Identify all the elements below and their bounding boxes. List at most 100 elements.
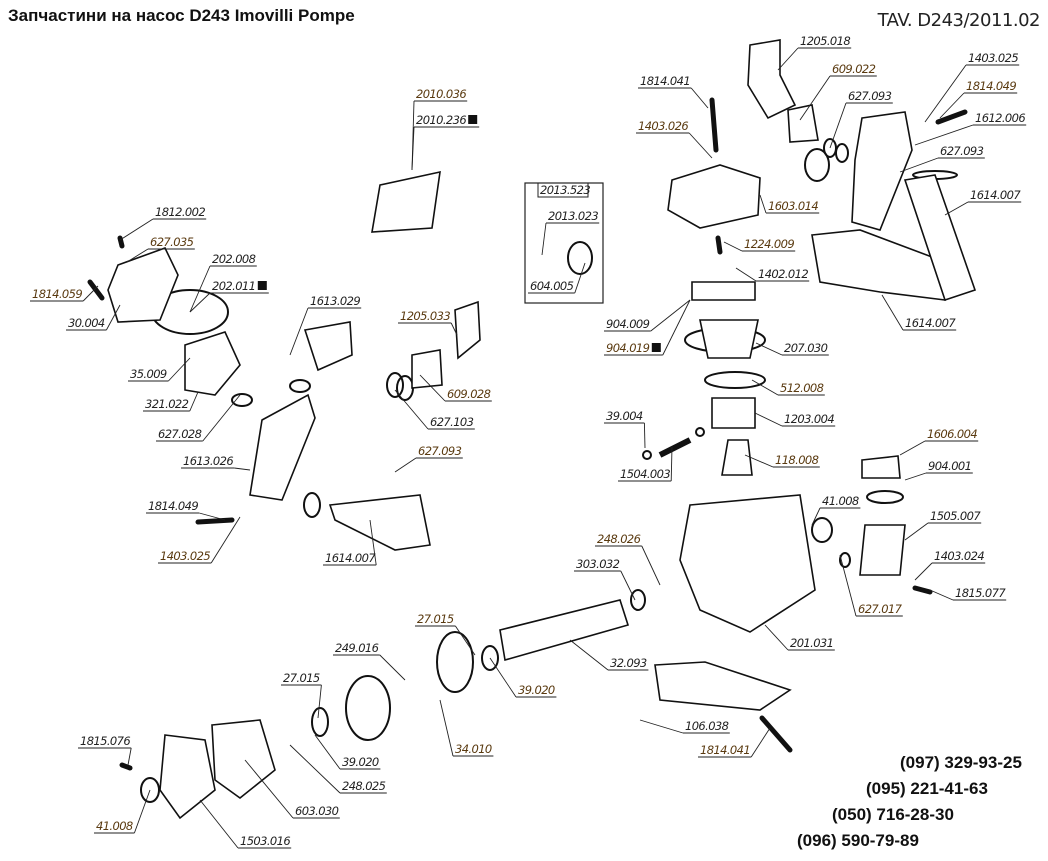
part-label-1504-003[interactable]: 1504.003	[620, 467, 671, 481]
leader-line	[670, 446, 673, 482]
part-label-603-030[interactable]: 603.030	[295, 804, 339, 818]
leader-line	[944, 201, 969, 216]
part-label-1814-041[interactable]: 1814.041	[700, 743, 751, 757]
part-label-202-011[interactable]: 202.011	[212, 279, 256, 293]
part-label-2013-023[interactable]: 2013.023	[548, 209, 599, 223]
part-label-1614-007[interactable]: 1614.007	[905, 316, 957, 330]
leader-line	[489, 657, 517, 698]
part-label-1814-059[interactable]: 1814.059	[32, 287, 83, 301]
part-label-627-028[interactable]: 627.028	[158, 427, 202, 441]
part-label-2010-036[interactable]: 2010.036	[416, 87, 467, 101]
part-label-1403-025[interactable]: 1403.025	[968, 51, 1019, 65]
leader-line	[690, 87, 709, 109]
part-label-1224-009[interactable]: 1224.009	[744, 237, 795, 251]
part-label-512-008[interactable]: 512.008	[780, 381, 824, 395]
part-label-202-008[interactable]: 202.008	[212, 252, 256, 266]
o-ring	[866, 490, 904, 504]
leader-line	[764, 624, 789, 651]
part-label-1812-002[interactable]: 1812.002	[155, 205, 206, 219]
part-label-1606-004[interactable]: 1606.004	[927, 427, 978, 441]
leader-line	[394, 457, 417, 473]
part-label-1505-007[interactable]: 1505.007	[930, 509, 982, 523]
part-label-321-022[interactable]: 321.022	[145, 397, 189, 411]
part-label-1815-076[interactable]: 1815.076	[80, 734, 131, 748]
part-label-904-019[interactable]: 904.019	[606, 341, 650, 355]
diaphragm-904-009	[691, 281, 756, 301]
part-label-1815-077[interactable]: 1815.077	[955, 586, 1007, 600]
part-label-303-032[interactable]: 303.032	[576, 557, 620, 571]
leader-line	[620, 570, 636, 601]
part-labels: 2010.036 2010.236 1812.002 627.035 202.008 20…	[32, 34, 1026, 848]
part-label-1403-025[interactable]: 1403.025	[160, 549, 211, 563]
leader-line	[829, 102, 847, 149]
part-label-1603-014[interactable]: 1603.014	[768, 199, 819, 213]
part-label-106-038[interactable]: 106.038	[685, 719, 729, 733]
part-label-604-005[interactable]: 604.005	[530, 279, 574, 293]
part-label-627-017[interactable]: 627.017	[858, 602, 903, 616]
part-label-34-010[interactable]: 34.010	[455, 742, 493, 756]
bolt	[935, 109, 968, 125]
manifold-pipe-1614-007	[328, 494, 431, 551]
part-label-39-004[interactable]: 39.004	[606, 409, 644, 423]
part-label-1205-018[interactable]: 1205.018	[800, 34, 851, 48]
phone-2[interactable]: (095) 221-41-63	[866, 779, 988, 798]
leader-line	[168, 357, 191, 382]
phone-3[interactable]: (050) 716-28-30	[832, 805, 954, 824]
part-label-1203-004[interactable]: 1203.004	[784, 412, 835, 426]
part-label-1403-024[interactable]: 1403.024	[934, 549, 985, 563]
part-label-32-093[interactable]: 32.093	[610, 656, 648, 670]
part-label-1503-016[interactable]: 1503.016	[240, 834, 291, 848]
part-label-627-093[interactable]: 627.093	[848, 89, 892, 103]
part-label-609-022[interactable]: 609.022	[832, 62, 876, 76]
leader-line	[914, 562, 933, 581]
leader-line	[904, 472, 927, 481]
part-label-30-004[interactable]: 30.004	[68, 316, 106, 330]
part-label-39-020[interactable]: 39.020	[518, 683, 556, 697]
part-label-248-026[interactable]: 248.026	[597, 532, 641, 546]
leader-line	[777, 47, 799, 71]
part-label-1613-026[interactable]: 1613.026	[183, 454, 234, 468]
part-label-627-093[interactable]: 627.093	[418, 444, 462, 458]
part-label-41-008[interactable]: 41.008	[822, 494, 860, 508]
part-label-904-001[interactable]: 904.001	[928, 459, 972, 473]
part-label-39-020[interactable]: 39.020	[342, 755, 380, 769]
part-label-1814-049[interactable]: 1814.049	[966, 79, 1017, 93]
phone-4[interactable]: (096) 590-79-89	[797, 831, 919, 850]
part-label-118-008[interactable]: 118.008	[775, 453, 819, 467]
part-label-41-008[interactable]: 41.008	[96, 819, 134, 833]
leader-line	[369, 519, 377, 566]
part-label-27-015[interactable]: 27.015	[417, 612, 455, 626]
leader-line	[234, 467, 251, 471]
part-label-627-093[interactable]: 627.093	[940, 144, 984, 158]
part-label-35-009[interactable]: 35.009	[130, 367, 168, 381]
part-label-904-009[interactable]: 904.009	[606, 317, 650, 331]
part-label-1614-007[interactable]: 1614.007	[970, 188, 1022, 202]
part-label-1205-033[interactable]: 1205.033	[400, 309, 451, 323]
leader-line	[650, 299, 691, 332]
part-label-627-103[interactable]: 627.103	[430, 415, 474, 429]
part-label-1612-006[interactable]: 1612.006	[975, 111, 1026, 125]
part-label-27-015[interactable]: 27.015	[283, 671, 321, 685]
part-label-207-030[interactable]: 207.030	[784, 341, 828, 355]
phone-1[interactable]: (097) 329-93-25	[900, 753, 1022, 772]
part-label-2010-236[interactable]: 2010.236	[416, 113, 467, 127]
part-label-248-025[interactable]: 248.025	[342, 779, 386, 793]
part-label-1402-012[interactable]: 1402.012	[758, 267, 809, 281]
part-label-249-016[interactable]: 249.016	[335, 641, 379, 655]
part-label-1614-007[interactable]: 1614.007	[325, 551, 377, 565]
part-label-627-035[interactable]: 627.035	[150, 235, 194, 249]
part-label-1613-029[interactable]: 1613.029	[310, 294, 361, 308]
bolt	[119, 762, 133, 771]
leader-line	[744, 454, 774, 468]
part-label-201-031[interactable]: 201.031	[790, 636, 834, 650]
leader-line	[133, 789, 151, 834]
drawing-reference: TAV. D243/2011.02	[877, 10, 1041, 31]
part-label-1403-026[interactable]: 1403.026	[638, 119, 689, 133]
o-ring	[231, 393, 253, 407]
elbow-1205-018	[747, 39, 797, 120]
part-label-1814-041[interactable]: 1814.041	[640, 74, 691, 88]
part-label-609-028[interactable]: 609.028	[447, 387, 491, 401]
part-label-1814-049[interactable]: 1814.049	[148, 499, 199, 513]
